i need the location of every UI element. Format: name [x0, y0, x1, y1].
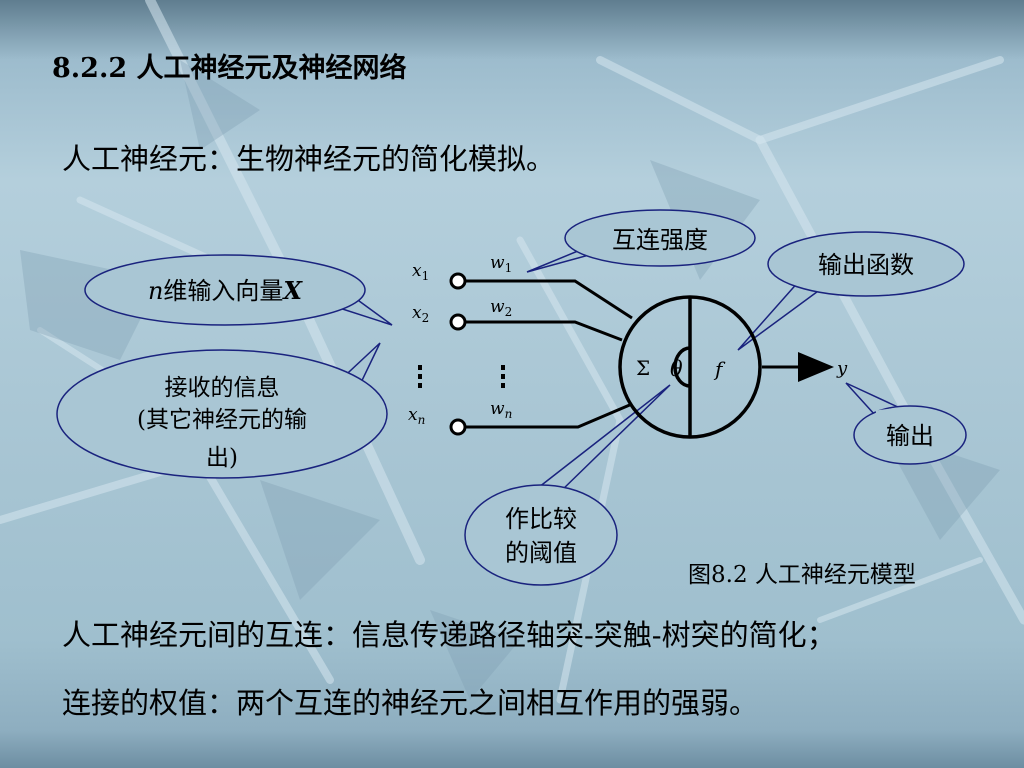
neuron-body: Σ θ f — [618, 295, 762, 439]
bubble-received-info: 接收的信息 (其它神经元的输 出) — [56, 342, 388, 479]
bubble-received-line2: (其它神经元的输 — [137, 407, 307, 433]
bubble-threshold: 作比较 的阈值 — [464, 384, 671, 586]
input-node-2 — [449, 313, 467, 331]
input-node-n — [449, 418, 467, 436]
ellipsis-dots — [418, 365, 505, 388]
bubble-input-vector: n维输入向量X — [84, 254, 393, 326]
threshold-arc — [673, 346, 691, 388]
bubble-weights-text: 互连强度 — [612, 226, 708, 254]
wn-label: wn — [490, 399, 512, 421]
bubble-threshold-line2: 的阈值 — [505, 539, 577, 567]
bubble-output-text: 输出 — [886, 422, 934, 450]
bubble-output-function: 输出函数 — [737, 231, 965, 351]
bubble-threshold-line1: 作比较 — [505, 505, 577, 533]
bubble-output-function-text: 输出函数 — [818, 251, 914, 279]
w2-label: w2 — [490, 297, 512, 319]
sigma-symbol: Σ — [636, 356, 650, 380]
bubble-received-line1: 接收的信息 — [165, 375, 280, 401]
figure-caption: 图8.2 人工神经元模型 — [688, 562, 916, 588]
interconnect-line: 人工神经元间的互连：信息传递路径轴突-突触-树突的简化； — [62, 618, 836, 652]
xn-label: xn — [408, 405, 425, 427]
bubble-received-line3: 出) — [206, 445, 238, 471]
output-y-label: y — [836, 358, 848, 379]
input-terminals — [449, 272, 467, 436]
w1-label: w1 — [490, 253, 512, 275]
bubble-weights: 互连强度 — [526, 209, 756, 273]
definition-line: 人工神经元：生物神经元的简化模拟。 — [62, 142, 556, 176]
x2-label: x2 — [412, 303, 429, 325]
input-connections — [465, 279, 633, 429]
bubble-input-vector-text: n维输入向量X — [148, 276, 303, 305]
theta-symbol: θ — [670, 357, 683, 381]
x1-label: x1 — [412, 261, 429, 283]
input-labels: x1 x2 xn w1 w2 wn — [408, 253, 512, 427]
page-title: 8.2.2 人工神经元及神经网络 — [52, 53, 407, 84]
activation-f-symbol: f — [713, 357, 726, 381]
weight-line: 连接的权值：两个互连的神经元之间相互作用的强弱。 — [62, 686, 759, 720]
output-arrow: y — [762, 352, 848, 382]
bubble-output: 输出 — [845, 382, 967, 465]
input-node-1 — [449, 272, 467, 290]
